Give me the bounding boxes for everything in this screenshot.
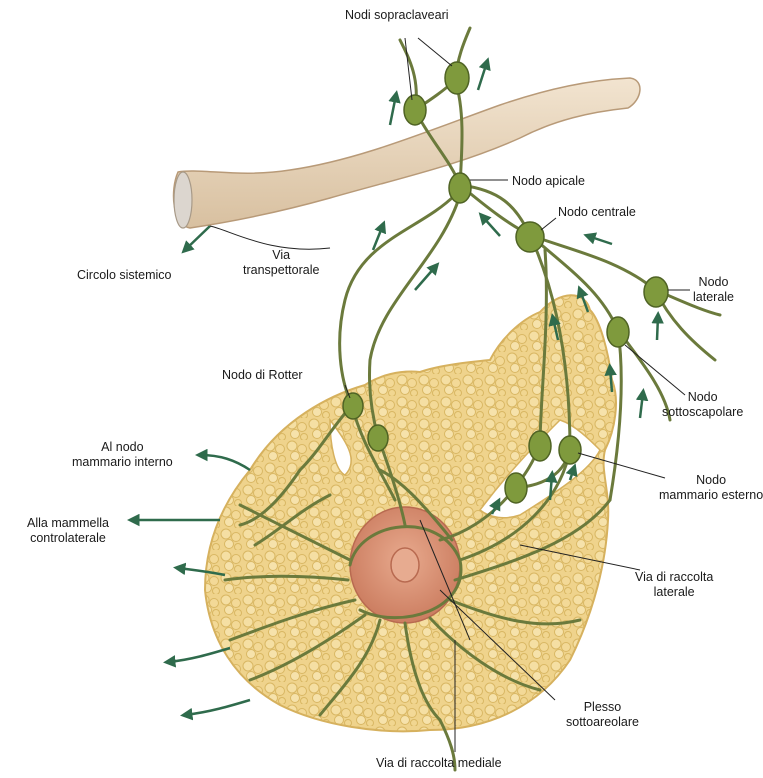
node-rotter-1	[343, 393, 363, 419]
label-nodo-apicale: Nodo apicale	[512, 174, 585, 189]
nipple	[391, 548, 419, 582]
node-rotter-2	[368, 425, 388, 451]
label-nodo-centrale: Nodo centrale	[558, 205, 636, 220]
node-sopraclaveare-2	[445, 62, 469, 94]
clavicle-end	[174, 172, 192, 228]
node-mammario-esterno-3	[505, 473, 527, 503]
label-nodo-di-rotter: Nodo di Rotter	[222, 368, 303, 383]
node-sopraclaveare-1	[404, 95, 426, 125]
label-via-di-raccolta-mediale: Via di raccolta mediale	[376, 756, 502, 771]
node-laterale	[644, 277, 668, 307]
label-nodi-sopraclaveari: Nodi sopraclaveari	[345, 8, 449, 23]
node-centrale	[516, 222, 544, 252]
node-mammario-esterno-1	[529, 431, 551, 461]
label-circolo-sistemico: Circolo sistemico	[77, 268, 171, 283]
node-sottoscapolare	[607, 317, 629, 347]
node-mammario-esterno-2	[559, 436, 581, 464]
node-apicale	[449, 173, 471, 203]
